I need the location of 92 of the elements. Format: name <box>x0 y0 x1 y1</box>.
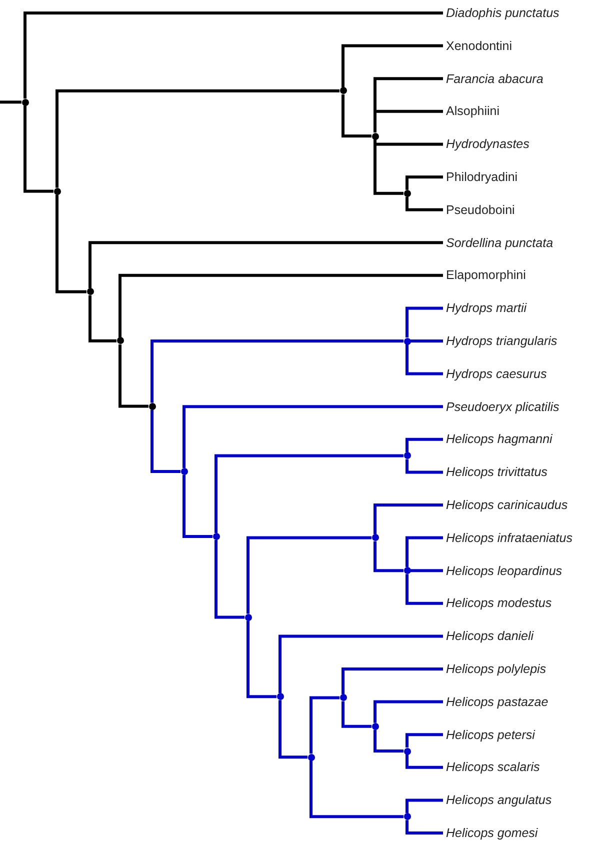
taxon-label: Helicops angulatus <box>443 792 552 808</box>
node-dot <box>404 567 410 574</box>
branch-line <box>56 89 340 188</box>
branch-line <box>310 760 404 818</box>
taxon-label: Alsophiini <box>443 103 500 120</box>
branch-line <box>406 820 443 834</box>
taxon-label: Hydrops triangularis <box>443 333 558 349</box>
taxon-label: Helicops modestus <box>443 595 552 612</box>
branch-line <box>310 696 340 754</box>
taxon-label: Hydrops caesurus <box>443 366 547 382</box>
node-dot <box>148 402 156 410</box>
node-dot <box>180 468 188 476</box>
branch-line <box>56 194 86 294</box>
branch-line <box>342 44 443 88</box>
taxon-label: Farancia abacura <box>443 70 544 87</box>
branch-line <box>406 536 443 568</box>
branch-line <box>406 459 443 474</box>
branch-line <box>182 405 443 468</box>
taxon-label: Helicops trivittatus <box>443 464 548 480</box>
node-dot <box>372 132 378 140</box>
branch-line <box>406 196 443 212</box>
branch-line <box>88 295 116 342</box>
branch-line <box>24 12 443 99</box>
branch-line <box>406 733 443 748</box>
taxon-label: Helicops scalaris <box>443 759 540 776</box>
node-dot <box>276 693 284 700</box>
taxon-label: Diadophis punctatus <box>443 5 560 21</box>
taxon-label: Hydrops martii <box>443 300 527 316</box>
branch-line <box>118 344 148 408</box>
node-dot <box>308 754 314 761</box>
branch-line <box>406 306 443 338</box>
branch-line <box>374 140 443 146</box>
taxon-label: Pseudoeryx plicatilis <box>443 398 560 415</box>
branch-line <box>88 241 443 288</box>
branch-line <box>374 700 443 723</box>
branch-line <box>118 274 443 338</box>
taxon-label: Helicops carinicaudus <box>443 497 568 513</box>
taxon-label: Pseudoboini <box>443 202 515 218</box>
taxon-label: Helicops polylepis <box>443 661 546 677</box>
taxon-label: Xenodontini <box>443 38 512 54</box>
branch-line <box>0 100 22 104</box>
taxon-label: Hydrodynastes <box>443 136 530 152</box>
branch-line <box>246 536 372 614</box>
branch-line <box>246 620 276 698</box>
branch-line <box>342 94 372 138</box>
branch-line <box>374 110 443 132</box>
node-dot <box>404 452 410 460</box>
taxon-label: Sordellina punctata <box>443 234 554 251</box>
branch-line <box>410 569 443 572</box>
node-dot <box>404 190 410 197</box>
taxon-label: Helicops pastazae <box>443 694 548 710</box>
node-dot <box>372 722 378 730</box>
branch-line <box>374 541 404 572</box>
branch-line <box>374 730 404 752</box>
branch-line <box>406 344 443 376</box>
node-dot <box>404 813 410 820</box>
node-dot <box>244 614 252 621</box>
taxon-label: Helicops infrataeniatus <box>443 530 572 546</box>
branch-line <box>406 798 443 814</box>
node-dot <box>22 98 28 106</box>
taxon-label: Elapomorphini <box>443 267 526 284</box>
branch-line <box>150 340 404 403</box>
taxon-label: Helicops hagmanni <box>443 431 552 448</box>
branch-line <box>214 454 404 534</box>
taxon-label: Philodryadini <box>443 169 518 185</box>
branch-line <box>406 574 443 605</box>
node-dot <box>340 694 346 702</box>
branch-line <box>150 410 180 474</box>
taxon-label: Helicops danieli <box>443 628 534 644</box>
branch-line <box>374 504 443 534</box>
node-dot <box>86 288 94 296</box>
node-dot <box>404 338 410 344</box>
node-dot <box>404 748 410 754</box>
branch-line <box>278 634 443 694</box>
node-dot <box>340 87 346 94</box>
branch-line <box>342 701 372 728</box>
taxon-label: Helicops gomesi <box>443 825 538 841</box>
branch-line <box>278 700 308 759</box>
branch-line <box>342 668 443 694</box>
branch-line <box>182 475 212 538</box>
node-dot <box>116 337 124 344</box>
taxon-label: Helicops petersi <box>443 726 535 743</box>
branch-line <box>406 438 443 452</box>
branch-line <box>214 540 244 619</box>
taxon-label: Helicops leopardinus <box>443 562 562 579</box>
branch-line <box>410 340 443 342</box>
branch-line <box>24 106 54 193</box>
node-dot <box>54 188 60 195</box>
branch-line <box>406 754 443 769</box>
node-dot <box>212 533 220 540</box>
branch-line <box>406 176 443 190</box>
node-dot <box>372 534 378 542</box>
